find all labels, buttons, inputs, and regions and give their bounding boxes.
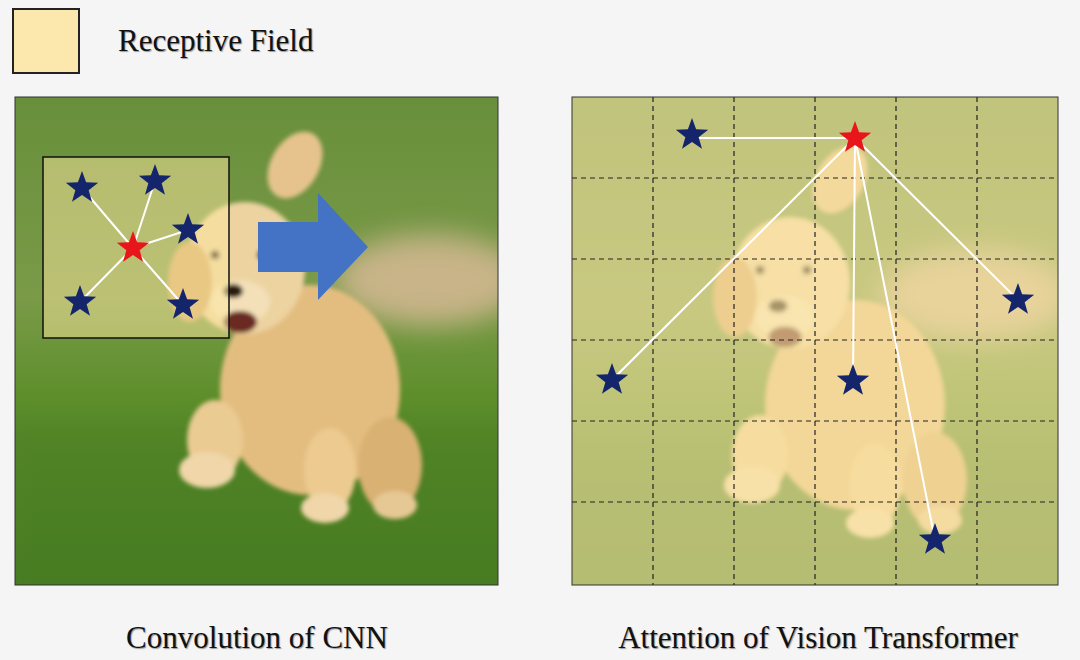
connection-line	[855, 138, 1018, 300]
dog-photo	[15, 97, 498, 585]
blue-star	[139, 164, 171, 195]
blue-star	[596, 363, 628, 394]
grid-line	[652, 97, 653, 585]
legend-swatch	[12, 8, 80, 74]
block-arrow	[258, 193, 368, 300]
grid-line	[814, 97, 815, 585]
blue-star	[676, 118, 708, 149]
grid-line	[572, 420, 1058, 421]
blue-star	[837, 364, 869, 395]
blue-star	[172, 213, 204, 244]
panel-caption: Attention of Vision Transformer	[618, 620, 1018, 656]
receptive-field-border	[43, 157, 229, 338]
connection-line	[133, 181, 155, 248]
dog-photo	[572, 97, 1058, 585]
blue-star	[167, 288, 199, 319]
connection-line	[853, 138, 855, 381]
grid-line	[733, 97, 734, 585]
panel-border	[15, 97, 498, 585]
panel-caption: Convolution of CNN	[126, 620, 388, 656]
star-group	[596, 118, 1034, 554]
dog-photo	[572, 97, 1058, 585]
connection-line	[692, 137, 855, 139]
grid-line	[572, 501, 1058, 502]
connection-lines	[80, 181, 188, 305]
grid-line	[976, 97, 977, 585]
receptive-field	[572, 97, 1058, 585]
blue-star	[66, 171, 98, 202]
blue-star	[919, 523, 951, 554]
receptive-field	[43, 157, 229, 338]
blue-star	[64, 285, 96, 316]
star-group	[64, 164, 204, 319]
connection-lines	[612, 138, 1018, 540]
panel-border	[572, 97, 1058, 585]
blue-star	[1002, 283, 1034, 314]
red-star	[117, 231, 149, 262]
red-star	[839, 121, 871, 152]
connection-line	[612, 138, 855, 380]
legend-text: Receptive Field	[118, 23, 313, 59]
grid-line	[572, 258, 1058, 259]
patch-grid	[572, 97, 1058, 585]
dog-photo	[15, 97, 498, 585]
connection-line	[855, 138, 935, 540]
grid-line	[572, 339, 1058, 340]
legend-entry: Receptive Field	[12, 8, 313, 74]
